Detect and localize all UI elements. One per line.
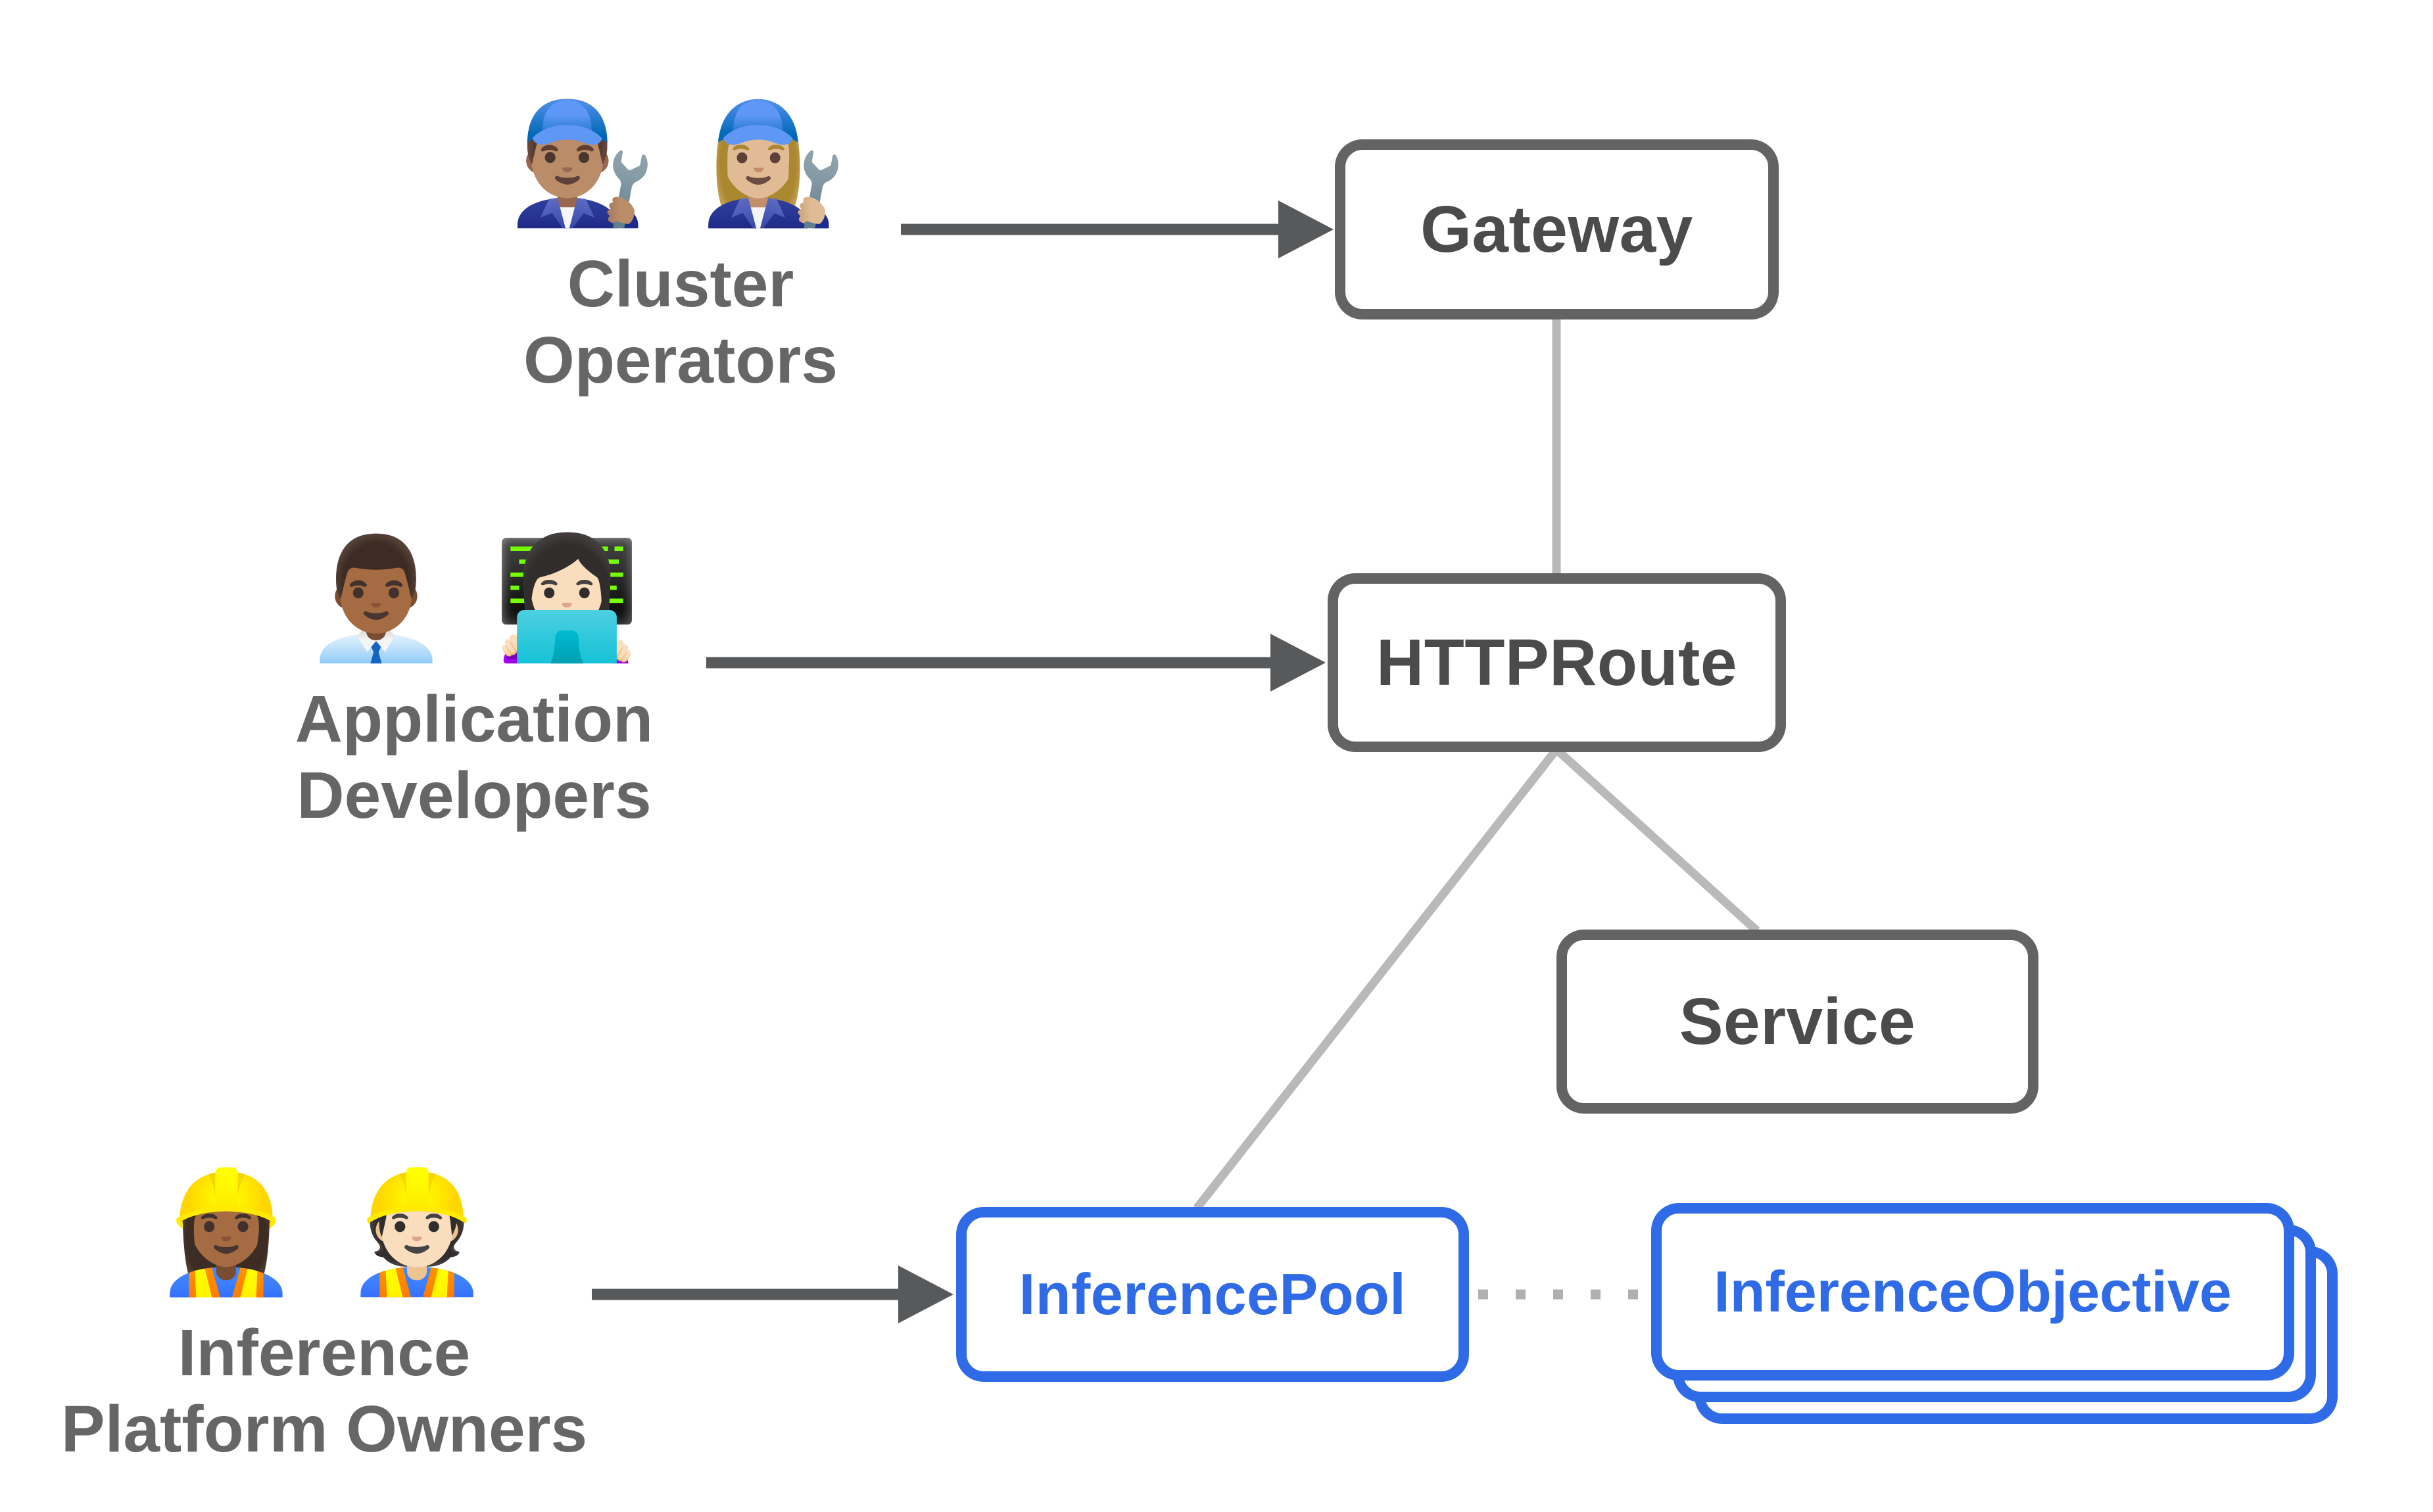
office-worker-and-technologist-emoji-pair: 👨🏾‍💼 👩🏻‍💻 xyxy=(302,532,646,665)
edge-httproute-inferencepool xyxy=(1193,746,1560,1212)
actor-application-developers-label: Application Developers xyxy=(295,682,654,832)
node-inferenceobjective: InferenceObjective xyxy=(1651,1203,2294,1381)
node-gateway-label: Gateway xyxy=(1420,192,1693,266)
node-service: Service xyxy=(1556,930,2038,1114)
node-service-label: Service xyxy=(1679,984,1916,1058)
construction-workers-emoji-pair: 👷🏾‍♀️ 👷🏻 xyxy=(152,1166,496,1298)
actor-inference-platform-owners: 👷🏾‍♀️ 👷🏻 Inference Platform Owners xyxy=(28,1168,620,1467)
actor-cluster-operators: 👨🏽‍🔧 👩🏼‍🔧 Cluster Operators xyxy=(385,99,976,398)
node-inferenceobjective-label: InferenceObjective xyxy=(1714,1259,2232,1324)
arrow-application-developers-to-httproute xyxy=(706,634,1326,692)
edge-httproute-service xyxy=(1553,746,1760,934)
arrow-cluster-operators-to-gateway xyxy=(901,201,1334,258)
actor-application-developers: 👨🏾‍💼 👩🏻‍💻 Application Developers xyxy=(178,534,770,834)
arrow-inference-platform-owners-to-inferencepool xyxy=(592,1265,953,1323)
node-inferencepool-label: InferencePool xyxy=(1019,1262,1407,1327)
node-inferencepool: InferencePool xyxy=(956,1207,1469,1382)
node-gateway: Gateway xyxy=(1335,139,1779,319)
actor-cluster-operators-label: Cluster Operators xyxy=(523,247,838,397)
node-httproute: HTTPRoute xyxy=(1328,573,1786,752)
actor-inference-platform-owners-label: Inference Platform Owners xyxy=(60,1316,588,1466)
node-httproute-label: HTTPRoute xyxy=(1376,625,1737,699)
mechanics-emoji-pair: 👨🏽‍🔧 👩🏼‍🔧 xyxy=(508,97,853,229)
node-inferenceobjective-stack: InferenceObjective xyxy=(1651,1203,2340,1427)
